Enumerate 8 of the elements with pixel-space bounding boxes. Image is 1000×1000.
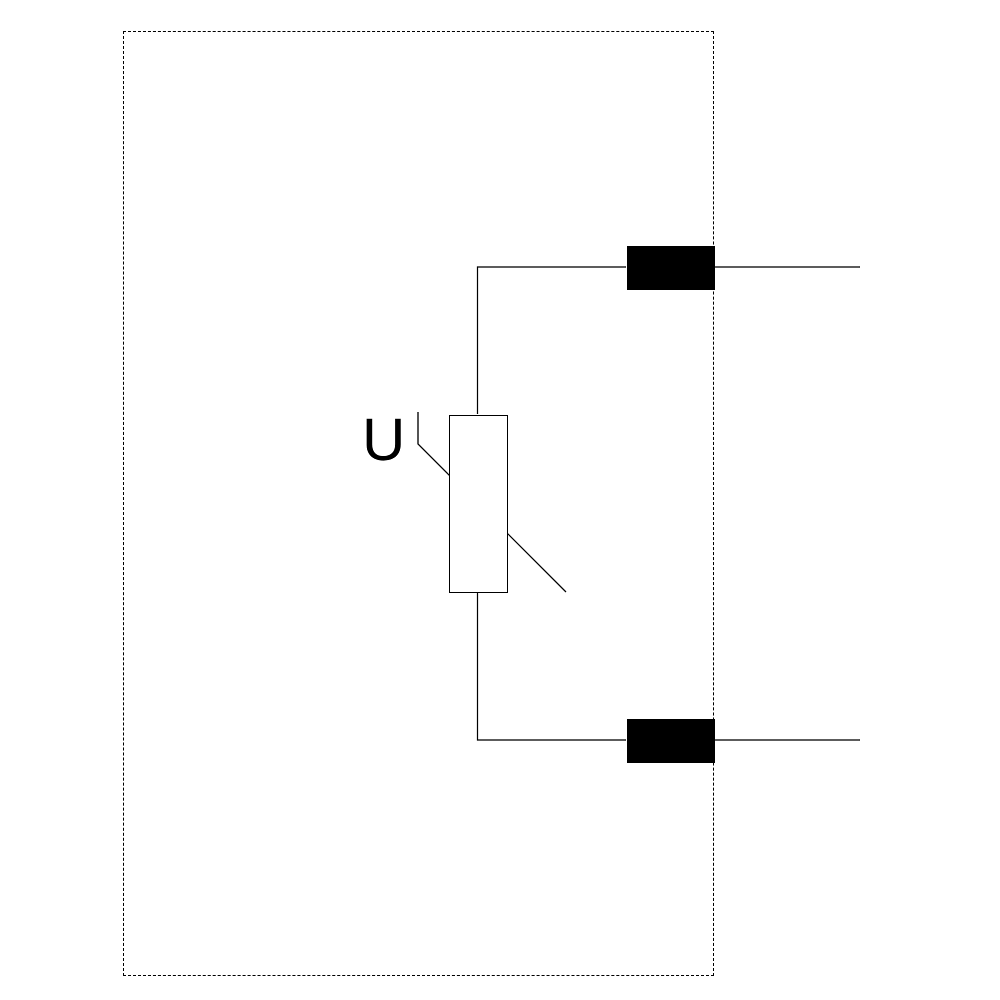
voltage-symbol: U — [362, 410, 406, 470]
terminal-block — [627, 719, 715, 763]
wire — [476, 592, 626, 741]
terminal-block — [627, 246, 715, 290]
wire — [476, 266, 626, 414]
dashed-enclosure — [123, 31, 714, 976]
wire — [714, 266, 860, 268]
wire — [714, 739, 860, 741]
